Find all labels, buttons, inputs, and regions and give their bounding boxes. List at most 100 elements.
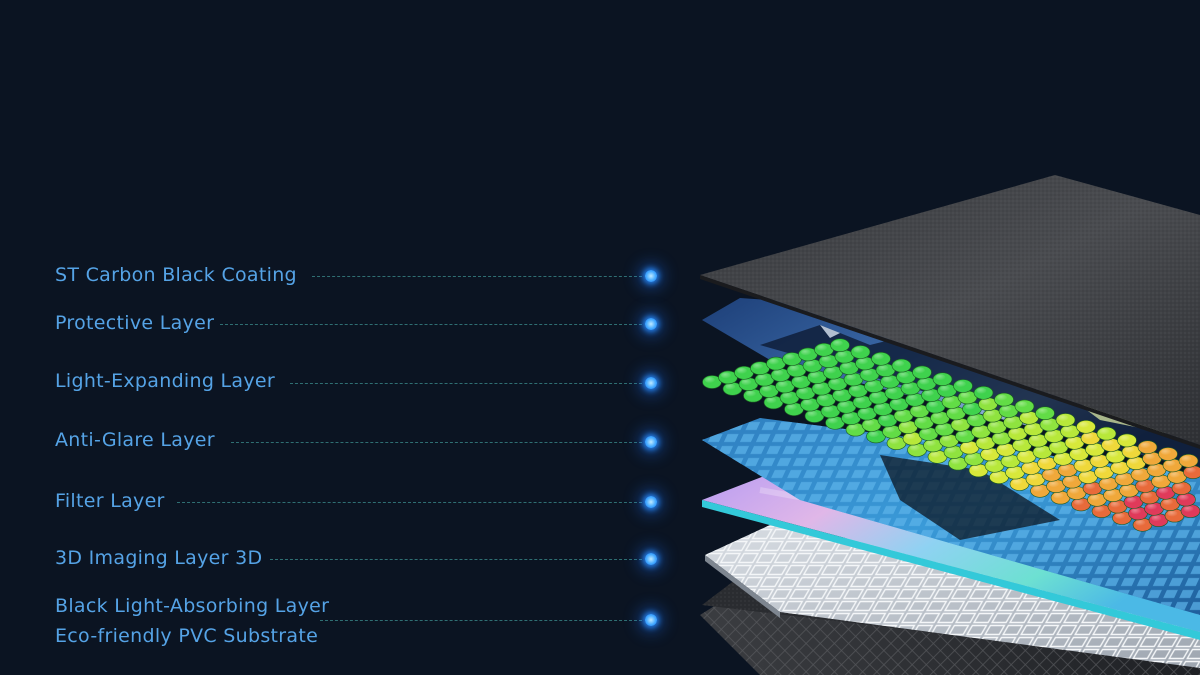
bead-highlight	[854, 347, 864, 353]
bead-highlight	[963, 443, 973, 449]
bead-highlight	[769, 359, 779, 365]
bead-highlight	[942, 436, 952, 442]
bead-highlight	[1077, 461, 1087, 467]
bead-highlight	[1143, 492, 1153, 498]
bead-highlight	[1070, 488, 1080, 494]
bead-highlight	[892, 399, 902, 405]
bead-highlight	[1170, 472, 1180, 478]
bead-highlight	[970, 415, 980, 421]
bead-highlight	[1018, 401, 1028, 407]
bead-highlight	[808, 411, 818, 417]
bead-highlight	[1113, 463, 1123, 469]
bead-highlight	[819, 395, 829, 401]
bead-highlight	[810, 372, 820, 378]
bead-highlight	[890, 438, 900, 444]
bead-highlight	[961, 392, 971, 398]
bead-highlight	[1027, 424, 1037, 430]
bead-highlight	[956, 381, 966, 387]
bead-highlight	[737, 368, 747, 374]
bead-highlight	[1015, 440, 1025, 446]
bead-highlight	[924, 390, 934, 396]
bead-highlight	[785, 354, 795, 360]
bead-highlight	[940, 386, 950, 392]
bead-highlight	[833, 340, 843, 346]
bead-highlight	[1145, 454, 1155, 460]
bead-highlight	[1141, 442, 1151, 448]
bead-highlight	[1097, 467, 1107, 473]
bead-highlight	[977, 388, 987, 394]
bead-highlight	[1186, 467, 1196, 473]
bead-highlight	[967, 454, 977, 460]
bead-highlight	[828, 418, 838, 424]
bead-highlight	[746, 391, 756, 397]
bead-highlight	[1029, 474, 1039, 480]
bead-highlight	[1065, 477, 1075, 483]
bead-highlight	[1063, 426, 1073, 432]
bead-highlight	[872, 393, 882, 399]
bead-highlight	[799, 388, 809, 394]
bead-highlight	[883, 377, 893, 383]
bead-highlight	[803, 400, 813, 406]
bead-highlight	[1049, 481, 1059, 487]
bead-highlight	[1129, 458, 1139, 464]
bead-highlight	[856, 397, 866, 403]
bead-highlight	[1161, 449, 1171, 455]
bead-highlight	[1072, 449, 1082, 455]
bead-highlight	[1159, 488, 1169, 494]
bead-highlight	[840, 402, 850, 408]
bead-highlight	[806, 361, 816, 367]
bead-highlight	[778, 381, 788, 387]
bead-highlight	[844, 413, 854, 419]
bead-highlight	[1125, 447, 1135, 453]
bead-highlight	[981, 399, 991, 405]
bead-highlight	[1106, 490, 1116, 496]
bead-highlight	[949, 408, 959, 414]
bead-highlight	[972, 465, 982, 471]
bead-highlight	[979, 438, 989, 444]
bead-highlight	[931, 452, 941, 458]
bead-highlight	[1095, 506, 1105, 512]
bead-highlight	[1061, 465, 1071, 471]
bead-highlight	[860, 409, 870, 415]
bead-highlight	[1152, 515, 1162, 521]
bead-highlight	[1120, 435, 1130, 441]
bead-highlight	[1093, 456, 1103, 462]
bead-highlight	[983, 449, 993, 455]
bead-highlight	[933, 413, 943, 419]
bead-highlight	[920, 379, 930, 385]
bead-highlight	[958, 431, 968, 437]
bead-highlight	[1011, 429, 1021, 435]
bead-highlight	[865, 420, 875, 426]
bead-highlight	[922, 429, 932, 435]
bead-highlight	[1154, 476, 1164, 482]
bead-highlight	[974, 427, 984, 433]
bead-highlight	[824, 406, 834, 412]
bead-highlight	[1150, 465, 1160, 471]
bead-highlight	[815, 384, 825, 390]
bead-highlight	[910, 445, 920, 451]
bead-highlight	[965, 404, 975, 410]
bead-highlight	[1036, 447, 1046, 453]
bead-highlight	[881, 415, 891, 421]
bead-highlight	[838, 352, 848, 358]
bead-highlight	[742, 379, 752, 385]
bead-highlight	[1024, 463, 1034, 469]
bead-highlight	[992, 472, 1002, 478]
bead-highlight	[986, 411, 996, 417]
bead-highlight	[997, 395, 1007, 401]
bead-highlight	[1166, 460, 1176, 466]
bead-highlight	[867, 381, 877, 387]
bead-highlight	[847, 374, 857, 380]
bead-highlight	[1136, 520, 1146, 526]
bead-highlight	[762, 386, 772, 392]
bead-highlight	[1134, 470, 1144, 476]
bead-highlight	[1004, 456, 1014, 462]
bead-highlight	[1131, 508, 1141, 514]
bead-highlight	[1038, 408, 1048, 414]
bead-highlight	[876, 404, 886, 410]
bead-highlight	[1175, 483, 1185, 489]
bead-highlight	[1013, 479, 1023, 485]
bead-highlight	[1184, 506, 1194, 512]
bead-highlight	[1102, 479, 1112, 485]
